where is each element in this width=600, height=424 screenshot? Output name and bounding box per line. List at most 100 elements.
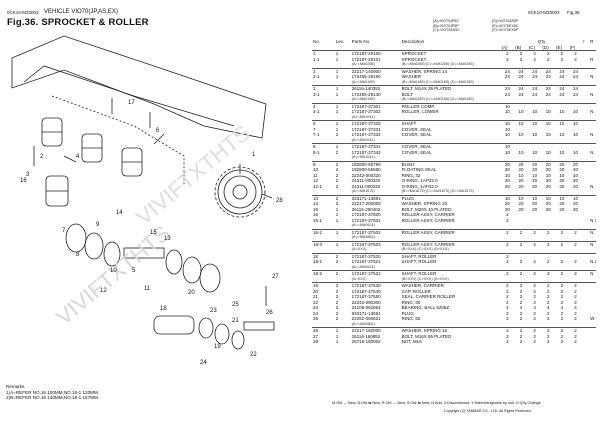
cell-qty: 2 [533, 288, 536, 294]
col-no: No. [313, 39, 321, 44]
cell-qty: 4 [546, 305, 550, 310]
callout-number: 19 [214, 344, 221, 350]
callout-number: 26 [266, 310, 273, 316]
cell-parts-no: 26116-160852 [351, 333, 381, 339]
cell-parts-no: 22242-000300 [351, 299, 381, 305]
cell-parts-no: 182800-55680 [351, 167, 381, 172]
vehicle-title: VEHICLE VIO70(JP,AS,EX) [44, 9, 118, 15]
cell-i [582, 339, 589, 345]
cell-description: PLUG [400, 194, 501, 201]
cell-description: CAP, ROLLER [401, 288, 431, 294]
cell-qty: 10 [504, 172, 510, 178]
cell-description: WASHER, SPRING 14 [400, 67, 501, 74]
cell-description: WASHER, CARRIER [400, 282, 501, 289]
cell-qty: 2 [527, 50, 542, 57]
cell-level: 1 [334, 120, 351, 127]
cell-qty: 2 [506, 316, 509, 321]
cell-qty: 2 [546, 288, 550, 294]
cell-r: N 1 [590, 217, 596, 223]
cell-r [589, 85, 596, 92]
cell-qty [541, 143, 556, 150]
model-legend: (A)=VIO70JP5C (B)=VIO70JP5P (C)=VIO70AS5… [433, 19, 460, 33]
cell-qty: 10 [559, 149, 565, 155]
cell-qty: 2 [519, 294, 523, 299]
cell-description: SHAFT, ROLLER [401, 259, 437, 264]
callout-number: 7 [62, 228, 66, 234]
callout-number: 5 [132, 268, 136, 274]
cell-r [589, 339, 596, 345]
cell-qty: 2 [527, 270, 542, 277]
serial-note-row: (A>=M#1041) [312, 155, 596, 161]
cell-qty: 2 [506, 339, 509, 344]
callout-number: 6 [156, 128, 160, 134]
cell-qty [527, 102, 542, 109]
cell-qty: 24 [541, 67, 556, 74]
cell-qty: 24 [572, 91, 578, 97]
cell-parts-no: 24105-062064 [351, 305, 381, 310]
cell-ref-no: 3 [312, 85, 335, 92]
cell-qty: 20 [572, 183, 578, 189]
cell-qty [541, 102, 556, 109]
cell-qty: 10 [504, 126, 510, 132]
cell-description: (B>XXX) (C>XXX) (D>XXX) [401, 247, 449, 251]
cell-qty: 20 [545, 178, 551, 183]
cell-qty: 4 [560, 305, 564, 310]
cell-qty: 20 [559, 183, 565, 189]
exploded-parts-diagram: VIVIFTXTHTS VIVIFTXTHTS 1234578910111213… [11, 35, 283, 366]
cell-qty: 2 [574, 288, 577, 294]
cell-parts-no: 172187-37501 [351, 217, 381, 223]
cell-qty [568, 143, 583, 150]
cell-qty [555, 143, 569, 150]
cell-qty: 2 [527, 228, 542, 235]
cell-ref-no: 11 [313, 172, 318, 178]
cell-description: COVER, SEAL [401, 149, 432, 155]
cell-parts-no: (A>=M#0624) [351, 264, 375, 269]
cell-qty: 2 [519, 310, 523, 316]
cell-qty: 2 [527, 240, 542, 247]
remarks-title: Remarks [6, 384, 25, 389]
cell-r: W [590, 316, 595, 321]
cell-parts-no: 172187-37341 [350, 143, 401, 150]
cell-qty: 2 [541, 270, 556, 277]
cell-qty: 2 [506, 294, 509, 299]
cell-ref-no: 15 [313, 206, 319, 212]
callout-number: 27 [272, 274, 279, 280]
cell-qty: 2 [514, 240, 528, 247]
cell-ref-no: 8-1 [313, 149, 320, 155]
cell-parts-no: 172187-37342 [351, 149, 381, 155]
cell-qty: 2 [527, 327, 542, 334]
cell-qty: 10 [518, 172, 524, 178]
cell-r [589, 160, 596, 167]
cell-parts-no: 172187-37500 [351, 212, 381, 217]
cell-level: 2 [334, 282, 351, 289]
cell-qty: 2 [546, 339, 550, 344]
cell-qty: 24 [518, 91, 524, 97]
cell-ref-no: 2 [312, 67, 335, 74]
cell-qty: 10 [545, 172, 551, 178]
cell-ref-no: 5 [312, 120, 335, 127]
remarks-line: 2)B=REFER NO.18 140MM,NO.18-1 157MM. [6, 395, 100, 401]
cell-i [582, 252, 590, 259]
serial-note-row: (A>=M#1041) [312, 115, 596, 121]
cell-level: 2 [335, 288, 339, 294]
cell-description: (B>XXX) (C>XXX) (D>XXX) [401, 276, 449, 281]
cell-qty: 2 [500, 282, 515, 289]
cell-parts-no: 172455-29190 [351, 74, 381, 79]
cell-i [582, 50, 590, 57]
col-qty: Q'ty [537, 39, 546, 44]
cell-parts-no: 22217-140000 [350, 67, 401, 74]
cell-qty: 20 [572, 167, 578, 172]
cell-qty: 2 [560, 56, 564, 62]
callout-number: 20 [188, 290, 195, 296]
cell-description: (B>=M#0189) (C>=M#0189) (D>=M#0189) [401, 79, 474, 84]
cell-r: N [590, 109, 594, 114]
